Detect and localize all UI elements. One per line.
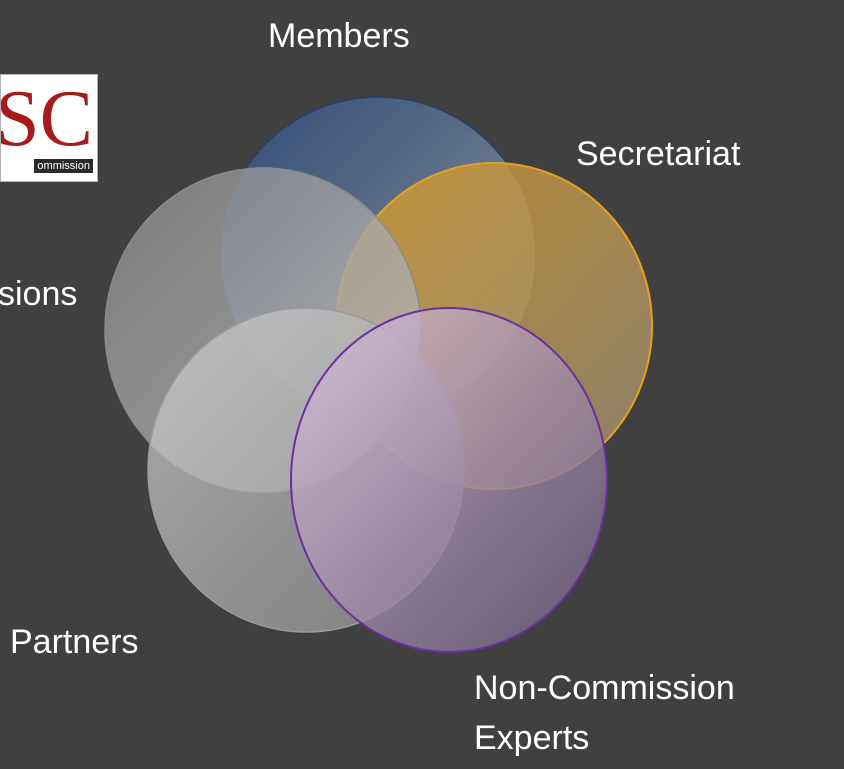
logo-letters: SC <box>0 75 93 163</box>
non-commission-label-line2: Experts <box>474 719 590 757</box>
organization-logo: SC ommission <box>0 74 98 182</box>
members-label: Members <box>268 17 410 55</box>
non-commission-circle <box>290 307 608 653</box>
left-circle-label: sions <box>0 275 78 313</box>
partners-label: Partners <box>10 623 139 661</box>
secretariat-label: Secretariat <box>576 135 741 173</box>
logo-tagline: ommission <box>34 159 93 173</box>
non-commission-label-line1: Non-Commission <box>474 669 735 707</box>
